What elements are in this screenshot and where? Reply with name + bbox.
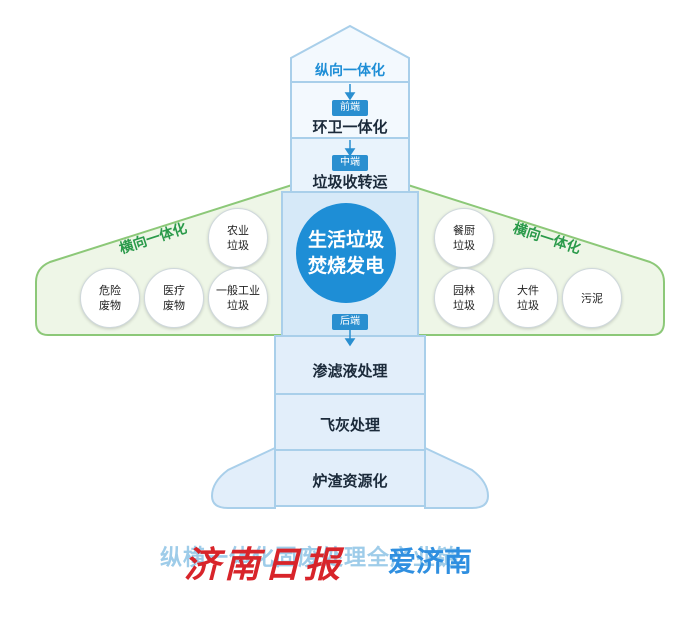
stage-tag-back: 后端 (332, 314, 368, 330)
item-label: 医疗 废物 (163, 284, 185, 312)
item-label: 危险 废物 (99, 284, 121, 312)
item-medical-waste: 医疗 废物 (144, 268, 204, 328)
item-label: 一般工业 垃圾 (216, 284, 260, 312)
stage-label-collection: 垃圾收转运 (312, 173, 388, 191)
stage-tag-middle: 中端 (332, 155, 368, 171)
fuselage-slag (274, 449, 426, 507)
stage-label-sanitation: 环卫一体化 (312, 118, 388, 136)
tail-left (210, 446, 276, 509)
stage-label-slag: 炉渣资源化 (312, 472, 388, 490)
newspaper-watermark: 济南日报 (184, 544, 345, 586)
vertical-integration-title: 纵向一体化 (315, 63, 385, 79)
item-label: 餐厨 垃圾 (453, 224, 475, 252)
item-industrial-waste: 一般工业 垃圾 (208, 268, 268, 328)
footer-caption: 纵横一体化固废处理全产业链 (160, 546, 460, 571)
item-hazardous-waste: 危险 废物 (80, 268, 140, 328)
item-kitchen-waste: 餐厨 垃圾 (434, 208, 494, 268)
item-label: 园林 垃圾 (453, 284, 475, 312)
item-label: 大件 垃圾 (517, 284, 539, 312)
item-bulky-waste: 大件 垃圾 (498, 268, 558, 328)
hub-incineration-power: 生活垃圾 焚烧发电 (296, 203, 396, 303)
app-watermark: 爱济南 (388, 545, 473, 578)
item-label: 污泥 (581, 291, 603, 305)
item-garden-waste: 园林 垃圾 (434, 268, 494, 328)
item-agricultural-waste: 农业 垃圾 (208, 208, 268, 268)
hub-label: 生活垃圾 焚烧发电 (307, 229, 384, 277)
tail-right (424, 446, 490, 509)
flow-arrows (344, 84, 356, 347)
fuselage-ash (274, 393, 426, 451)
item-sludge: 污泥 (562, 268, 622, 328)
stage-tag-front: 前端 (332, 100, 368, 116)
stage-label-fly-ash: 飞灰处理 (319, 416, 380, 434)
stage-label-leachate: 渗滤液处理 (312, 362, 388, 380)
item-label: 农业 垃圾 (227, 224, 249, 252)
